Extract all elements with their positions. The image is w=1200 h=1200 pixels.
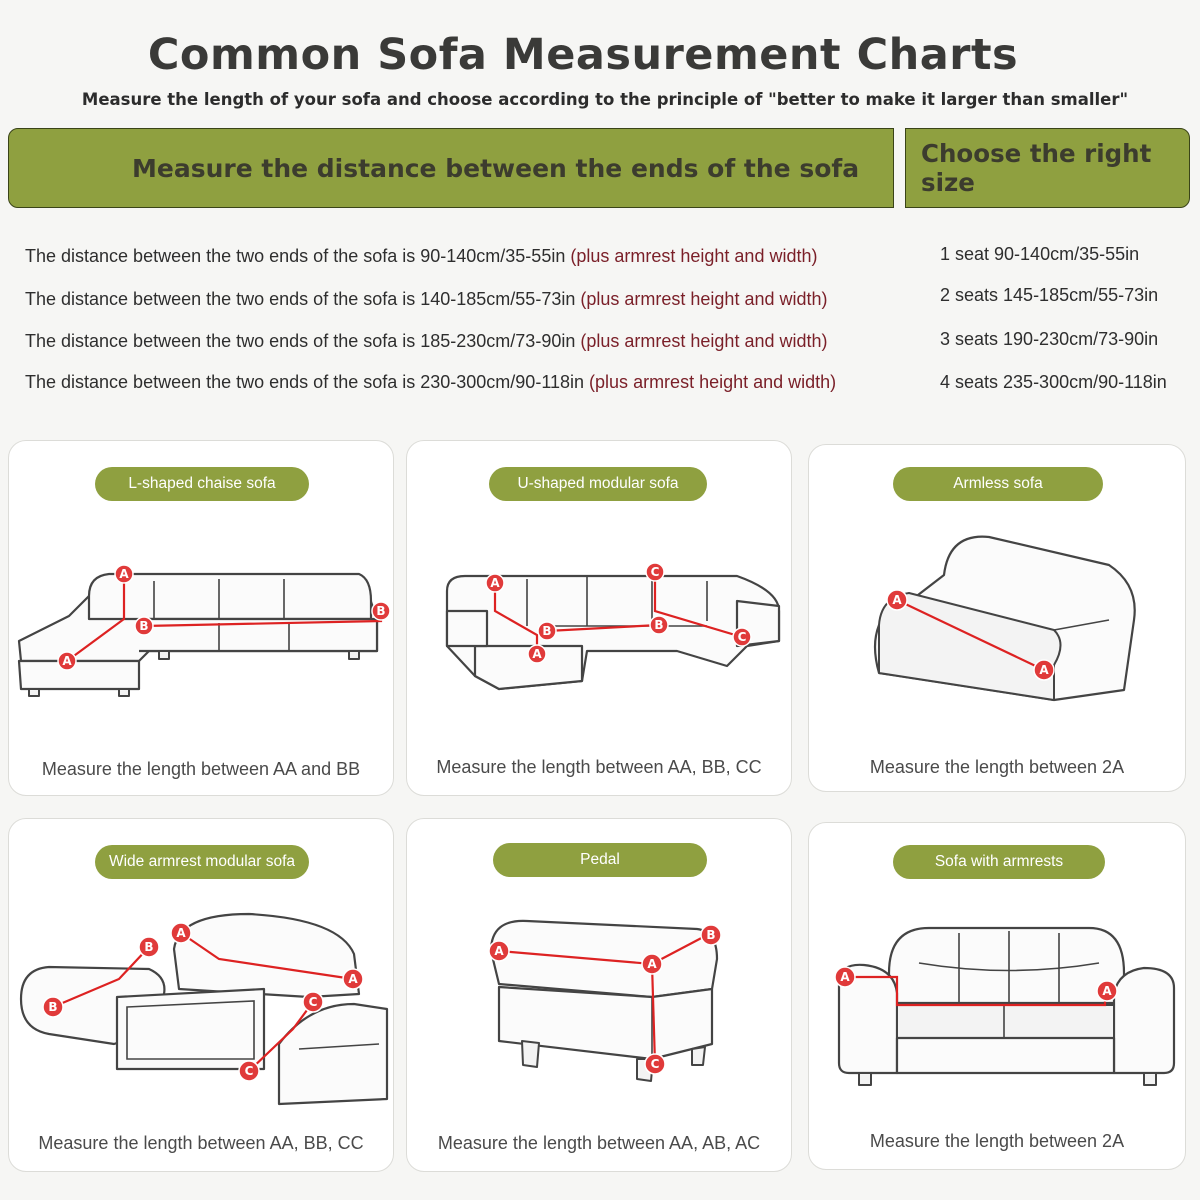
card-caption: Measure the length between AA, BB, CC — [38, 1133, 364, 1153]
svg-text:C: C — [245, 1064, 254, 1078]
sofa-icon — [837, 926, 1176, 1086]
marker-a: A — [485, 573, 505, 593]
wide-armrest-sofa-illustration: B B A A C C — [19, 912, 389, 1106]
marker-a: A — [114, 564, 134, 584]
pedal-illustration: A A B C — [488, 919, 722, 1082]
svg-text:A: A — [1039, 663, 1049, 677]
marker-a: A — [834, 966, 856, 988]
sofa-with-armrests-illustration: A A — [834, 926, 1176, 1086]
marker-c: C — [238, 1060, 260, 1082]
card-label-pill: Armless sofa — [893, 467, 1103, 501]
marker-c: C — [302, 991, 324, 1013]
armless-sofa-illustration: A A — [873, 535, 1136, 702]
measurement-row: The distance between the two ends of the… — [25, 246, 817, 267]
svg-text:B: B — [139, 619, 148, 633]
card-u-shaped-sofa: U-shaped modular sofa A A B B C C Measur… — [406, 440, 792, 796]
marker-b: B — [371, 601, 391, 621]
marker-a: A — [488, 940, 510, 962]
marker-a: A — [57, 651, 77, 671]
row-text: The distance between the two ends of the… — [25, 372, 585, 392]
svg-text:B: B — [654, 618, 663, 632]
row-note: (plus armrest height and width) — [580, 289, 828, 309]
sofa-icon — [873, 535, 1136, 702]
sofa-icon — [17, 572, 379, 697]
size-option: 2 seats 145-185cm/55-73in — [940, 285, 1159, 305]
card-wide-armrest-sofa: Wide armrest modular sofa B B A A C C Me… — [8, 818, 394, 1172]
svg-text:B: B — [48, 1000, 57, 1014]
svg-text:B: B — [144, 940, 153, 954]
ottoman-icon — [489, 919, 719, 1082]
row-text: The distance between the two ends of the… — [25, 331, 576, 351]
svg-text:B: B — [706, 928, 715, 942]
card-l-shaped-sofa: L-shaped chaise sofa A A B B Measure the… — [8, 440, 394, 796]
svg-text:A: A — [62, 654, 72, 668]
marker-a: A — [886, 589, 908, 611]
page-title: Common Sofa Measurement Charts — [147, 30, 1019, 80]
measurement-row: The distance between the two ends of the… — [25, 289, 828, 310]
marker-a: A — [342, 968, 364, 990]
marker-a: A — [1033, 659, 1055, 681]
marker-b: B — [537, 621, 557, 641]
marker-b: B — [649, 615, 669, 635]
marker-a: A — [170, 922, 192, 944]
svg-text:A: A — [119, 567, 129, 581]
size-option: 4 seats 235-300cm/90-118in — [940, 372, 1167, 392]
svg-text:C: C — [651, 1057, 660, 1071]
row-text: The distance between the two ends of the… — [25, 289, 576, 309]
size-option: 1 seat 90-140cm/35-55in — [940, 244, 1140, 264]
sofa-icon — [19, 912, 389, 1106]
svg-text:A: A — [490, 576, 500, 590]
card-sofa-with-armrests: Sofa with armrests A A Measure the lengt… — [808, 822, 1186, 1170]
svg-text:B: B — [376, 604, 385, 618]
card-label-pill: Pedal — [493, 843, 707, 877]
card-label-pill: L-shaped chaise sofa — [95, 467, 309, 501]
marker-c: C — [732, 627, 752, 647]
banner-measure-label: Measure the distance between the ends of… — [132, 153, 860, 183]
svg-text:B: B — [542, 624, 551, 638]
card-armless-sofa: Armless sofa A A Measure the length betw… — [808, 444, 1186, 792]
banner-size: Choose the right size — [905, 128, 1190, 208]
page-subtitle: Measure the length of your sofa and choo… — [81, 90, 1129, 109]
marker-a: A — [1096, 980, 1118, 1002]
card-label-pill: Wide armrest modular sofa — [95, 845, 309, 879]
row-note: (plus armrest height and width) — [570, 246, 818, 266]
marker-b: B — [138, 936, 160, 958]
svg-text:A: A — [647, 957, 657, 971]
row-note: (plus armrest height and width) — [589, 372, 837, 392]
l-shaped-sofa-illustration: A A B B — [17, 564, 391, 697]
u-shaped-sofa-illustration: A A B B C C — [445, 562, 781, 691]
svg-text:A: A — [348, 972, 358, 986]
marker-b: B — [42, 996, 64, 1018]
measurement-row: The distance between the two ends of the… — [25, 331, 828, 352]
svg-text:C: C — [738, 630, 747, 644]
row-note: (plus armrest height and width) — [580, 331, 828, 351]
svg-text:A: A — [840, 970, 850, 984]
card-label-pill: U-shaped modular sofa — [489, 467, 707, 501]
card-caption: Measure the length between AA and BB — [41, 759, 361, 779]
marker-b: B — [134, 616, 154, 636]
banner-measure: Measure the distance between the ends of… — [8, 128, 894, 208]
card-caption: Measure the length between 2A — [869, 1131, 1125, 1151]
marker-a: A — [527, 644, 547, 664]
marker-b: B — [700, 924, 722, 946]
marker-c: C — [644, 1053, 666, 1075]
row-text: The distance between the two ends of the… — [25, 246, 566, 266]
banner-size-label: Choose the right size — [921, 139, 1152, 197]
svg-text:A: A — [532, 647, 542, 661]
marker-a: A — [641, 953, 663, 975]
size-option: 3 seats 190-230cm/73-90in — [940, 329, 1159, 349]
card-label-pill: Sofa with armrests — [893, 845, 1105, 879]
marker-c: C — [645, 562, 665, 582]
svg-text:C: C — [651, 565, 660, 579]
svg-text:A: A — [494, 944, 504, 958]
card-pedal: Pedal A A B C Measure the length between… — [406, 818, 792, 1172]
svg-text:C: C — [309, 995, 318, 1009]
card-caption: Measure the length between 2A — [869, 757, 1125, 777]
card-caption: Measure the length between AA, AB, AC — [437, 1133, 761, 1153]
card-caption: Measure the length between AA, BB, CC — [436, 757, 762, 777]
measurement-row: The distance between the two ends of the… — [25, 372, 836, 393]
svg-text:A: A — [176, 926, 186, 940]
svg-text:A: A — [892, 593, 902, 607]
svg-text:A: A — [1102, 984, 1112, 998]
